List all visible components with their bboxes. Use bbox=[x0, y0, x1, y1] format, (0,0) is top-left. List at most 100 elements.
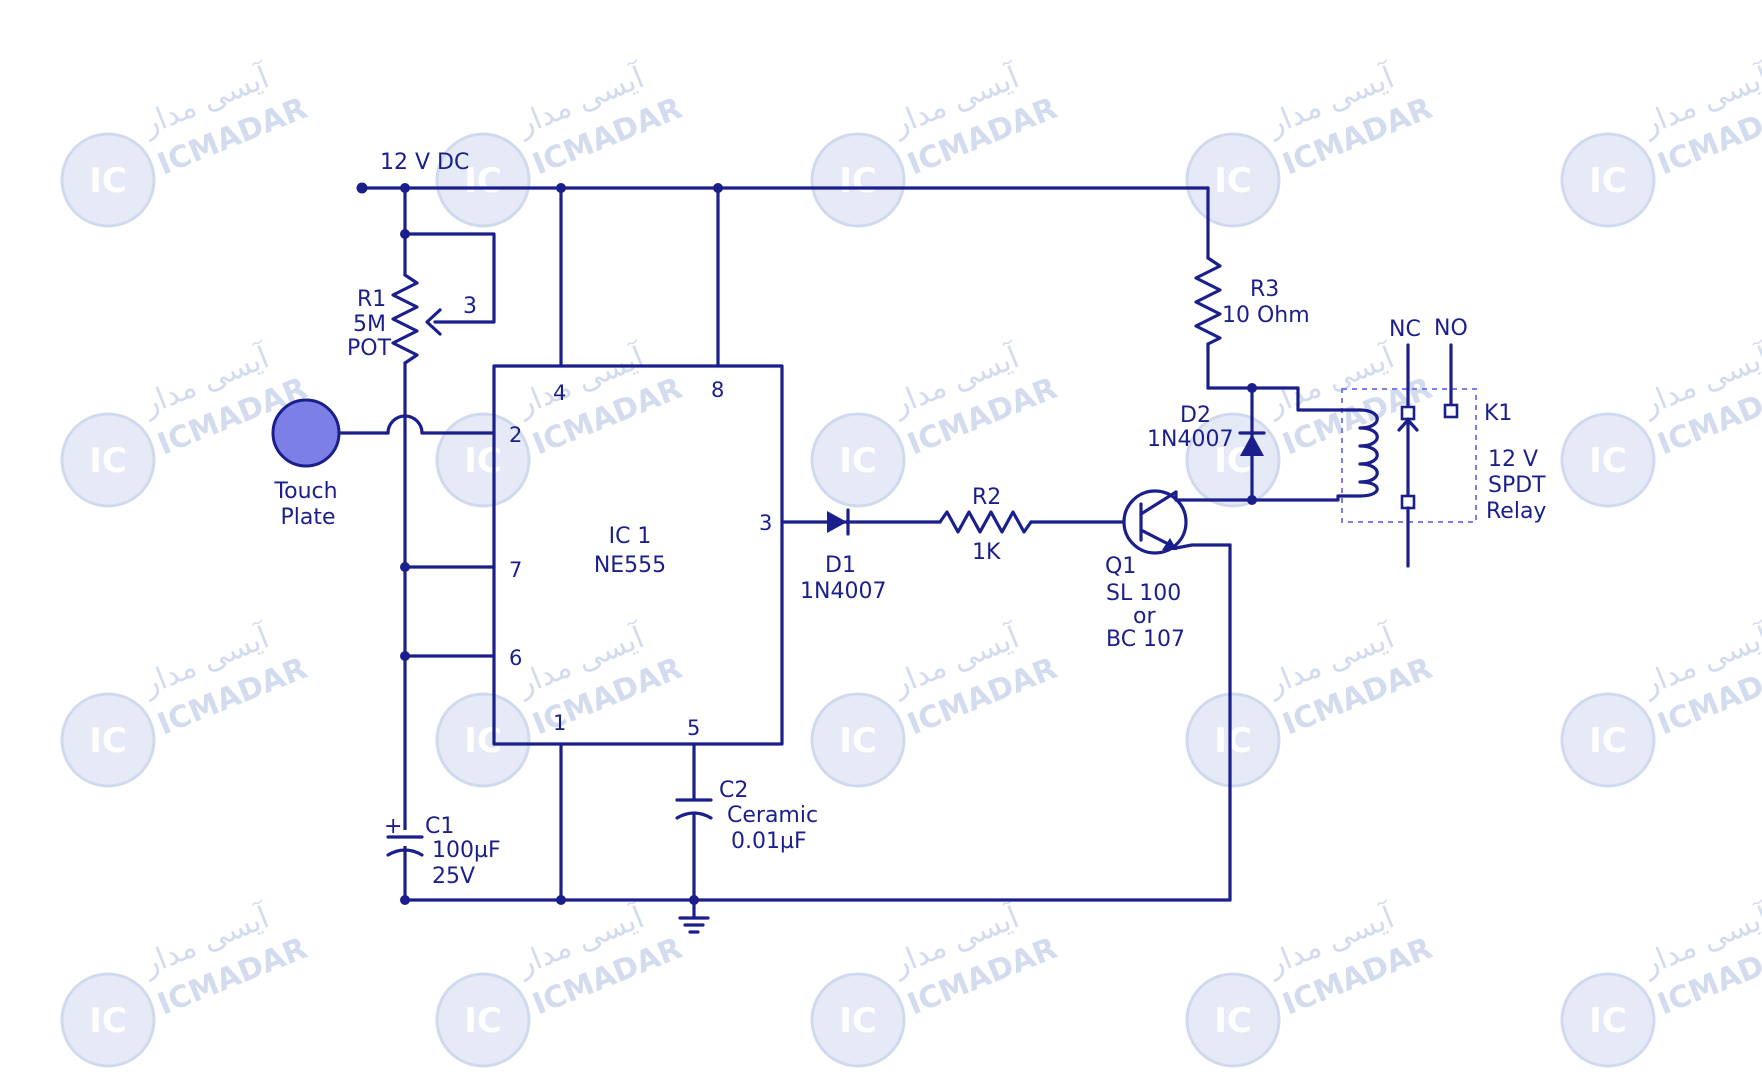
c1-voltage: 25V bbox=[432, 864, 475, 889]
watermark-logo bbox=[810, 692, 906, 788]
watermark-logo bbox=[435, 412, 531, 508]
r1-wiper-pin: 3 bbox=[463, 294, 477, 319]
c2-capacitor: C2 Ceramic 0.01µF bbox=[675, 778, 818, 920]
ground-rail bbox=[400, 543, 1232, 934]
watermark-logo bbox=[435, 132, 531, 228]
watermark-logo-text: IC bbox=[89, 441, 127, 481]
watermark-logo-text: IC bbox=[464, 1001, 502, 1041]
c1-ref: C1 bbox=[425, 814, 454, 839]
ic1-name: IC 1 bbox=[609, 524, 652, 549]
r1-ref: R1 bbox=[357, 287, 386, 312]
watermark-logo bbox=[1185, 692, 1281, 788]
r1-type: POT bbox=[347, 336, 392, 361]
q1-part1: SL 100 bbox=[1106, 581, 1181, 606]
touch-plate-line2: Plate bbox=[280, 505, 335, 530]
c1-polarity: + bbox=[384, 814, 402, 839]
ic1-body bbox=[492, 364, 784, 746]
ic1-pin-4: 4 bbox=[553, 381, 566, 405]
watermark-logo bbox=[810, 132, 906, 228]
r2-value: 1K bbox=[972, 540, 1001, 565]
q1-or: or bbox=[1133, 604, 1156, 629]
d2-diode: D2 1N4007 bbox=[1147, 383, 1266, 505]
r3-value: 10 Ohm bbox=[1222, 303, 1310, 328]
ic1-pin-7: 7 bbox=[509, 558, 522, 582]
ic1-pin-2: 2 bbox=[509, 423, 522, 447]
watermark-logo-text: IC bbox=[839, 161, 877, 201]
touch-plate-line1: Touch bbox=[273, 479, 337, 504]
r3-resistor: R3 10 Ohm bbox=[1194, 186, 1310, 390]
supply-terminal bbox=[356, 182, 368, 194]
ic1-pin-3: 3 bbox=[759, 511, 772, 535]
q1-ref: Q1 bbox=[1105, 554, 1136, 579]
d1-diode: D1 1N4007 bbox=[800, 508, 942, 604]
watermark-logo-text: IC bbox=[89, 161, 127, 201]
watermark-logo-text: IC bbox=[89, 721, 127, 761]
c2-type: Ceramic bbox=[727, 803, 818, 828]
relay-nc-label: NC bbox=[1389, 317, 1421, 342]
watermark-logo-text: IC bbox=[1589, 161, 1627, 201]
watermark-logo-text: IC bbox=[464, 161, 502, 201]
ic1-pin-1: 1 bbox=[553, 711, 566, 735]
watermark-logo bbox=[1185, 412, 1281, 508]
touch-plate: Touch Plate bbox=[271, 398, 496, 530]
k1-relay: NC NO K1 12 V SPDT Relay bbox=[1250, 316, 1546, 568]
c2-value: 0.01µF bbox=[731, 829, 807, 854]
relay-no-contact bbox=[1443, 403, 1459, 419]
watermark-logo-text: IC bbox=[464, 441, 502, 481]
r1-potentiometer: R1 5M POT 3 bbox=[347, 186, 496, 902]
watermark-logo-text: IC bbox=[1589, 721, 1627, 761]
q1-transistor: Q1 SL 100 or BC 107 bbox=[1105, 489, 1254, 652]
watermark-logo bbox=[60, 132, 156, 228]
ic1-ne555: 4 8 2 7 6 1 5 3 IC 1 NE555 bbox=[400, 186, 827, 902]
watermark-logo bbox=[60, 972, 156, 1068]
ic1-pin-8: 8 bbox=[711, 378, 724, 402]
d2-ref: D2 bbox=[1180, 403, 1211, 428]
ic1-pin-6: 6 bbox=[509, 646, 522, 670]
watermark-logo-text: IC bbox=[464, 721, 502, 761]
supply-rail: 12 V DC bbox=[356, 150, 1210, 194]
c1-value: 100µF bbox=[432, 838, 501, 863]
watermark-logo-text: IC bbox=[89, 1001, 127, 1041]
watermark-logo bbox=[810, 412, 906, 508]
q1-part2: BC 107 bbox=[1106, 627, 1185, 652]
watermark-logo-text: IC bbox=[839, 441, 877, 481]
r2-resistor: R2 1K bbox=[938, 485, 1126, 565]
d1-part: 1N4007 bbox=[800, 579, 886, 604]
relay-common-contact bbox=[1400, 494, 1416, 510]
r2-ref: R2 bbox=[972, 485, 1001, 510]
watermark-logo-text: IC bbox=[1214, 161, 1252, 201]
watermark-logo-text: IC bbox=[1589, 441, 1627, 481]
q1-body bbox=[1122, 489, 1188, 555]
watermark-logo bbox=[1560, 412, 1656, 508]
watermark-logo-text: IC bbox=[1214, 1001, 1252, 1041]
d1-ref: D1 bbox=[825, 553, 856, 578]
watermark-logo bbox=[60, 692, 156, 788]
relay-ref: K1 bbox=[1484, 401, 1512, 426]
relay-line3: Relay bbox=[1486, 499, 1546, 524]
relay-nc-contact bbox=[1400, 405, 1416, 421]
watermark-logo bbox=[1560, 972, 1656, 1068]
watermark-logo bbox=[1560, 692, 1656, 788]
d2-part: 1N4007 bbox=[1147, 427, 1233, 452]
relay-line1: 12 V bbox=[1488, 447, 1538, 472]
c2-ref: C2 bbox=[719, 778, 748, 803]
ic1-part: NE555 bbox=[594, 553, 666, 578]
supply-label: 12 V DC bbox=[380, 150, 469, 175]
ic1-pin-5: 5 bbox=[687, 716, 700, 740]
watermark-logo-text: IC bbox=[1589, 1001, 1627, 1041]
watermark-logo bbox=[1185, 132, 1281, 228]
watermark-logo bbox=[435, 692, 531, 788]
relay-no-label: NO bbox=[1434, 316, 1468, 341]
